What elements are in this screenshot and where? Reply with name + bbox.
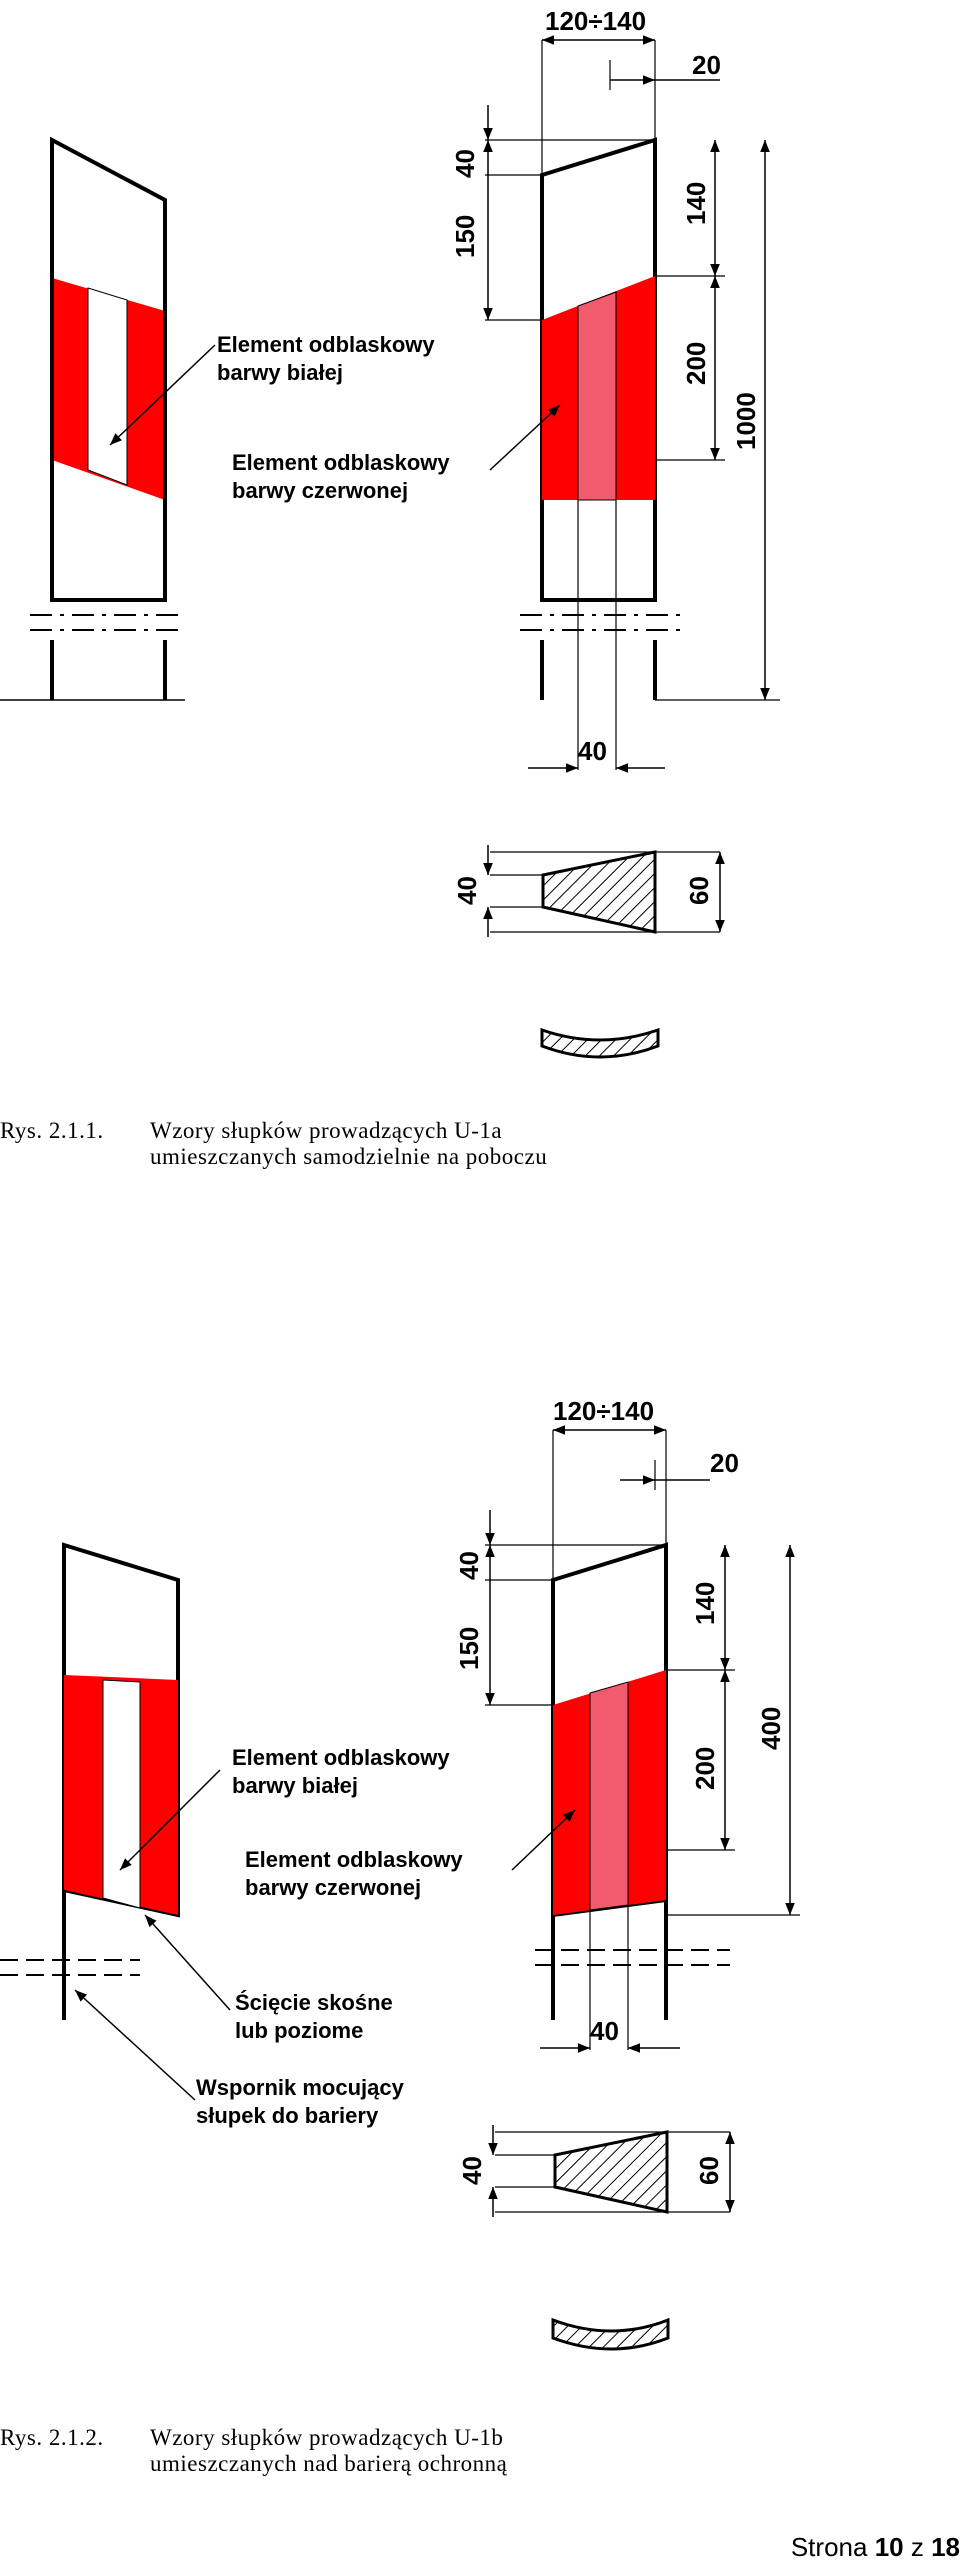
- figure-u1b: Element odblaskowy barwy białej Element …: [0, 1380, 960, 2520]
- post-side-view-2: [511, 1542, 730, 2050]
- dim-width-range: 120÷140: [545, 6, 646, 36]
- figure-u1a-drawing: Element odblaskowy barwy białej Element …: [0, 6, 780, 1059]
- caption-fig2-number: Rys. 2.1.2.: [0, 2425, 104, 2450]
- caption-fig1-number: Rys. 2.1.1.: [0, 1118, 104, 1143]
- plan-view-fig1: [540, 1027, 660, 1059]
- caption-fig2-line2: umieszczanych nad barierą ochronną: [150, 2451, 508, 2476]
- page-footer: Strona 10 z 18: [791, 2532, 960, 2563]
- figure-u1b-drawing: Element odblaskowy barwy białej Element …: [0, 1396, 800, 2351]
- white-strip-front-2: [102, 1679, 141, 1909]
- caption-fig1-line2: umieszczanych samodzielnie na poboczu: [150, 1144, 548, 1169]
- dim-strip-width: 40: [578, 736, 607, 766]
- footer-page-number: 10: [874, 2532, 904, 2562]
- dim-slant: 40: [450, 149, 480, 178]
- dim-strip-width-2: 40: [590, 2016, 619, 2046]
- cross-section-fig2: 40 60: [457, 2125, 735, 2217]
- label-red-element-2: Element odblaskowy barwy czerwonej: [245, 1847, 469, 1900]
- footer-total-pages: 18: [931, 2532, 960, 2562]
- label-bracket: Wspornik mocujący słupek do bariery: [196, 2075, 410, 2128]
- dim-section-large-2: 60: [694, 2156, 724, 2185]
- dim-top-gap-2: 150: [454, 1627, 484, 1670]
- dim-section-large: 60: [684, 876, 714, 905]
- dim-top-gap: 150: [450, 215, 480, 258]
- footer-separator: z: [910, 2532, 924, 2562]
- dim-reflector-2: 200: [690, 1747, 720, 1790]
- dimensions-fig1: 120÷140 20 40 150 140 200 1000 40: [450, 6, 780, 773]
- dim-total-2: 400: [756, 1707, 786, 1750]
- dim-slant-2: 40: [454, 1551, 484, 1580]
- figure-u1a: Element odblaskowy barwy białej Element …: [0, 0, 960, 1240]
- post-front-view: [0, 136, 216, 701]
- label-cut: Ścięcie skośne lub poziome: [235, 1990, 399, 2043]
- pink-strip-side: [577, 291, 617, 501]
- caption-fig1: Rys. 2.1.1. Wzory słupków prowadzących U-…: [0, 1118, 547, 1170]
- cross-section-fig1: 40 60: [452, 845, 725, 937]
- plan-view-fig2: [551, 2317, 670, 2351]
- dim-section-small: 40: [452, 876, 482, 905]
- label-white-element: Element odblaskowy barwy białej: [217, 332, 441, 385]
- white-strip-front: [87, 287, 128, 486]
- dim-upper: 140: [681, 182, 711, 225]
- post-front-view-2: [0, 1542, 231, 2101]
- dimensions-fig2: 120÷140 20 40 150 140 200 400 40: [454, 1396, 800, 2053]
- dim-offset-top-2: 20: [710, 1448, 739, 1478]
- caption-fig2: Rys. 2.1.2. Wzory słupków prowadzących U-…: [0, 2425, 507, 2477]
- dim-reflector: 200: [681, 342, 711, 385]
- footer-prefix: Strona: [790, 2532, 868, 2562]
- caption-fig1-line1: Wzory słupków prowadzących U-1a: [150, 1118, 503, 1143]
- label-white-element-2: Element odblaskowy barwy białej: [232, 1745, 456, 1798]
- post-side-view: [489, 137, 680, 770]
- label-red-element: Element odblaskowy barwy czerwonej: [232, 450, 456, 503]
- dim-offset-top: 20: [692, 50, 721, 80]
- dim-upper-2: 140: [690, 1582, 720, 1625]
- dim-total: 1000: [731, 392, 761, 450]
- dim-section-small-2: 40: [457, 2156, 487, 2185]
- dim-width-range-2: 120÷140: [553, 1396, 654, 1426]
- caption-fig2-line1: Wzory słupków prowadzących U-1b: [150, 2425, 504, 2450]
- pink-strip-side-2: [589, 1681, 629, 1911]
